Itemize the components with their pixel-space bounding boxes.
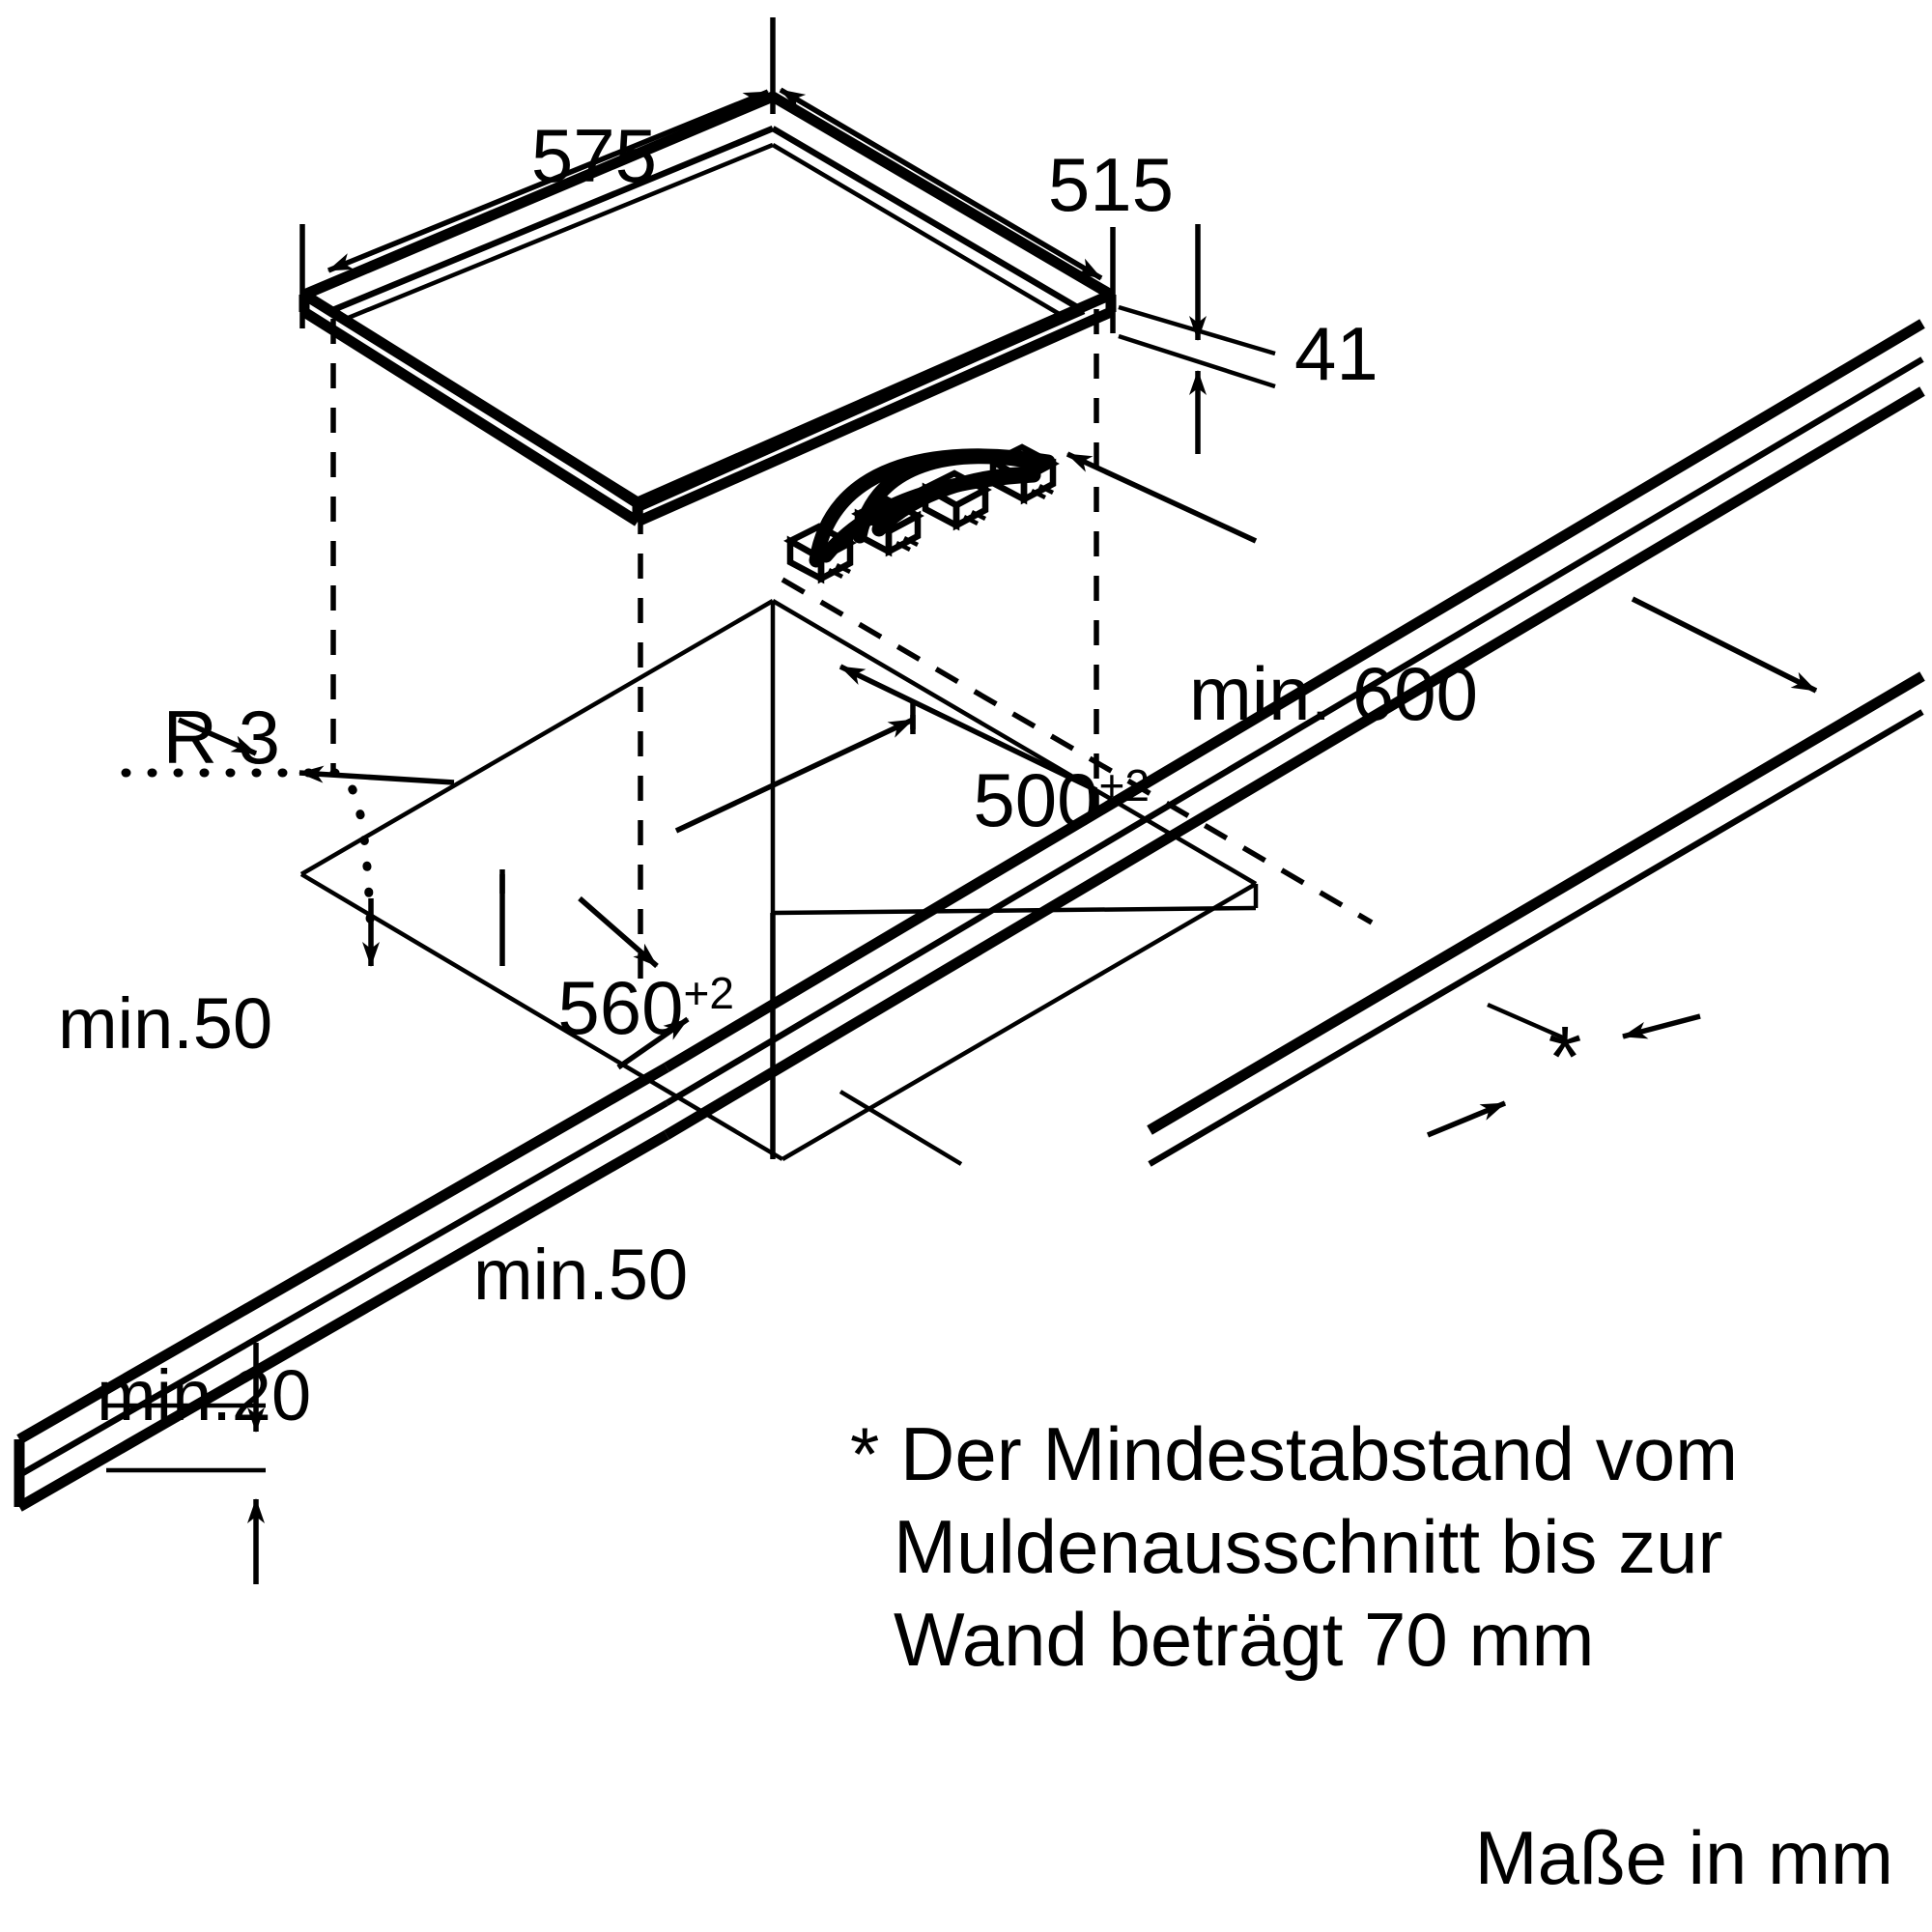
footnote-marker-on-drawing: * [1548, 1009, 1581, 1106]
dim-label-515: 515 [1048, 142, 1174, 227]
footnote-line-1: * Der Mindestabstand vom [850, 1411, 1738, 1496]
dim-560 [499, 703, 916, 1159]
units-note: Maße in mm [1475, 1815, 1893, 1900]
dim-min50-left [177, 717, 455, 785]
dim-515 [779, 87, 1116, 333]
projection-lines [330, 309, 1374, 985]
dim-label-min600: min. 600 [1189, 651, 1478, 736]
dim-label-560: 560+2 [557, 965, 734, 1050]
dim-575 [299, 89, 770, 328]
dim-500 [838, 664, 1099, 811]
dim-min20 [106, 1343, 266, 1584]
footnote-line-2: Muldenausschnitt bis zur [894, 1504, 1722, 1589]
leader-min600 [1065, 451, 1258, 544]
plug-connector [919, 469, 992, 531]
dim-label-min20: min.20 [97, 1355, 311, 1435]
dim-label-41: 41 [1294, 311, 1378, 396]
leader-r3 [121, 768, 380, 967]
plug-connector [986, 443, 1060, 505]
dim-wall-star [1426, 1002, 1701, 1138]
dim-label-r3: R 3 [163, 695, 280, 780]
leader-footnote [838, 1090, 963, 1166]
dim-min50-front [578, 895, 690, 1070]
dim-41 [1118, 224, 1276, 454]
power-cable-assembly [783, 443, 1060, 584]
dim-label-min50-left: min.50 [58, 983, 272, 1064]
worktop-slab [14, 319, 1925, 1512]
worktop-cutout [299, 599, 1259, 1161]
footnote-line-3: Wand beträgt 70 mm [894, 1597, 1594, 1682]
plug-connector [851, 496, 924, 557]
dim-label-575: 575 [531, 113, 657, 198]
dim-min600-vertical [1631, 596, 1818, 694]
dim-label-500: 500+2 [973, 757, 1150, 842]
plug-connector [783, 523, 857, 584]
dim-label-min50-front: min.50 [473, 1235, 688, 1315]
